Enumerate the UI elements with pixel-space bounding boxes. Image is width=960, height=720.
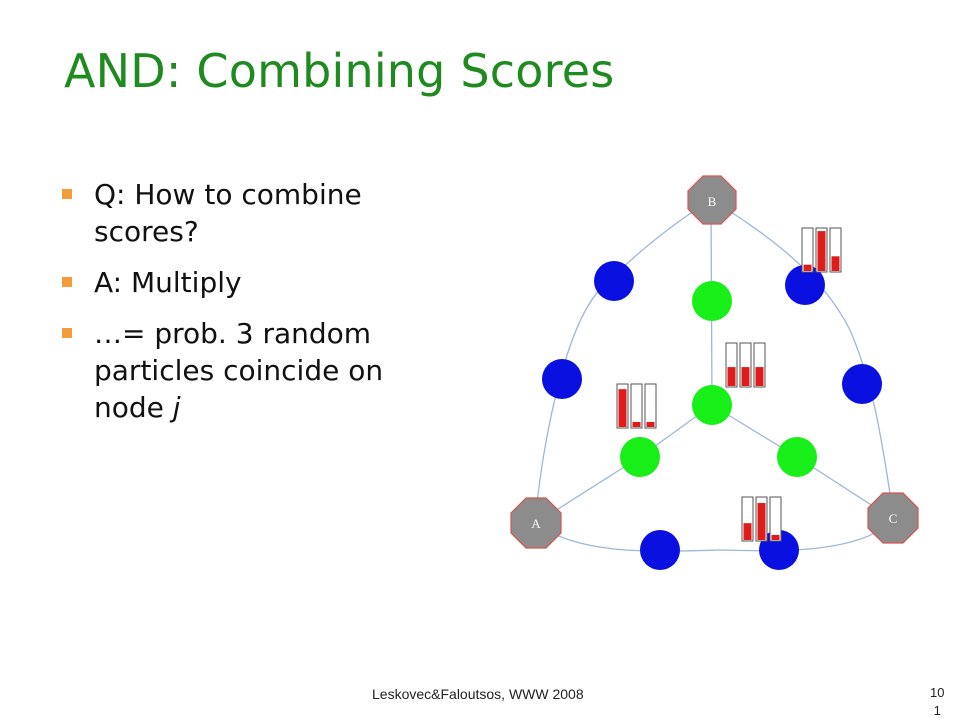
bullet-text: …= prob. 3 random particles coincide on … [94, 317, 384, 424]
score-bar-fill [727, 367, 736, 386]
score-bar-frame [644, 383, 657, 429]
bullet-square-icon [62, 328, 72, 338]
page-number-line-1: 10 [930, 685, 945, 700]
score-bar-fill [741, 367, 750, 386]
score-bar-fill [743, 523, 752, 540]
bullet-list: Q: How to combine scores? A: Multiply …=… [60, 176, 420, 440]
bullet-explanation: …= prob. 3 random particles coincide on … [60, 315, 420, 426]
score-bar-fill [771, 534, 780, 540]
bullet-text: Q: How to combine scores? [94, 178, 362, 248]
score-bar-frame [725, 342, 738, 388]
edge-a-c [536, 519, 895, 552]
terminal-label-c: C [889, 511, 898, 526]
score-bar-frame [753, 342, 766, 388]
bullet-italic-node-j: j [172, 391, 181, 424]
outer-node [759, 530, 799, 570]
inner-node-top [692, 281, 732, 321]
slide-title: AND: Combining Scores [64, 44, 615, 98]
score-bars-center [725, 342, 766, 388]
edge-b-c [711, 199, 895, 519]
terminal-node-c: C [867, 492, 919, 544]
bullet-square-icon [62, 189, 72, 199]
outer-node [842, 364, 882, 404]
score-bar-frame [741, 496, 754, 542]
inner-node-center [692, 385, 732, 425]
outer-node [640, 530, 680, 570]
score-bar-fill [755, 367, 764, 386]
terminal-node-b: B [687, 175, 737, 225]
bullet-question: Q: How to combine scores? [60, 176, 420, 250]
terminal-label-a: A [531, 516, 541, 531]
score-bar-fill [831, 256, 840, 271]
outer-node [542, 359, 582, 399]
inner-node-left [620, 437, 660, 477]
outer-node [785, 265, 825, 305]
terminal-node-a: A [510, 497, 562, 549]
score-bar-fill [646, 421, 655, 427]
score-bar-frame [739, 342, 752, 388]
terminal-label-b: B [708, 194, 717, 209]
score-bars-bottom [741, 496, 782, 542]
score-bars-top-right [801, 227, 842, 273]
score-bar-frame [829, 227, 842, 273]
page-number-line-2: 1 [933, 703, 941, 718]
score-bar-fill [803, 264, 812, 271]
edge-a-b [534, 199, 711, 523]
score-bar-fill [757, 503, 766, 540]
bullet-answer: A: Multiply [60, 264, 420, 301]
score-bar-frame [769, 496, 782, 542]
bullet-square-icon [62, 277, 72, 287]
score-bars-left [616, 383, 657, 429]
inner-node-right [777, 437, 817, 477]
score-bar-fill [632, 421, 641, 427]
bullet-text: A: Multiply [94, 266, 242, 299]
score-bar-frame [630, 383, 643, 429]
score-bar-frame [801, 227, 814, 273]
score-bar-fill [618, 389, 627, 427]
score-bar-fill [817, 231, 826, 271]
footer-citation: Leskovec&Faloutsos, WWW 2008 [372, 686, 584, 702]
page-number: 10 1 [930, 684, 944, 720]
outer-node [594, 261, 634, 301]
